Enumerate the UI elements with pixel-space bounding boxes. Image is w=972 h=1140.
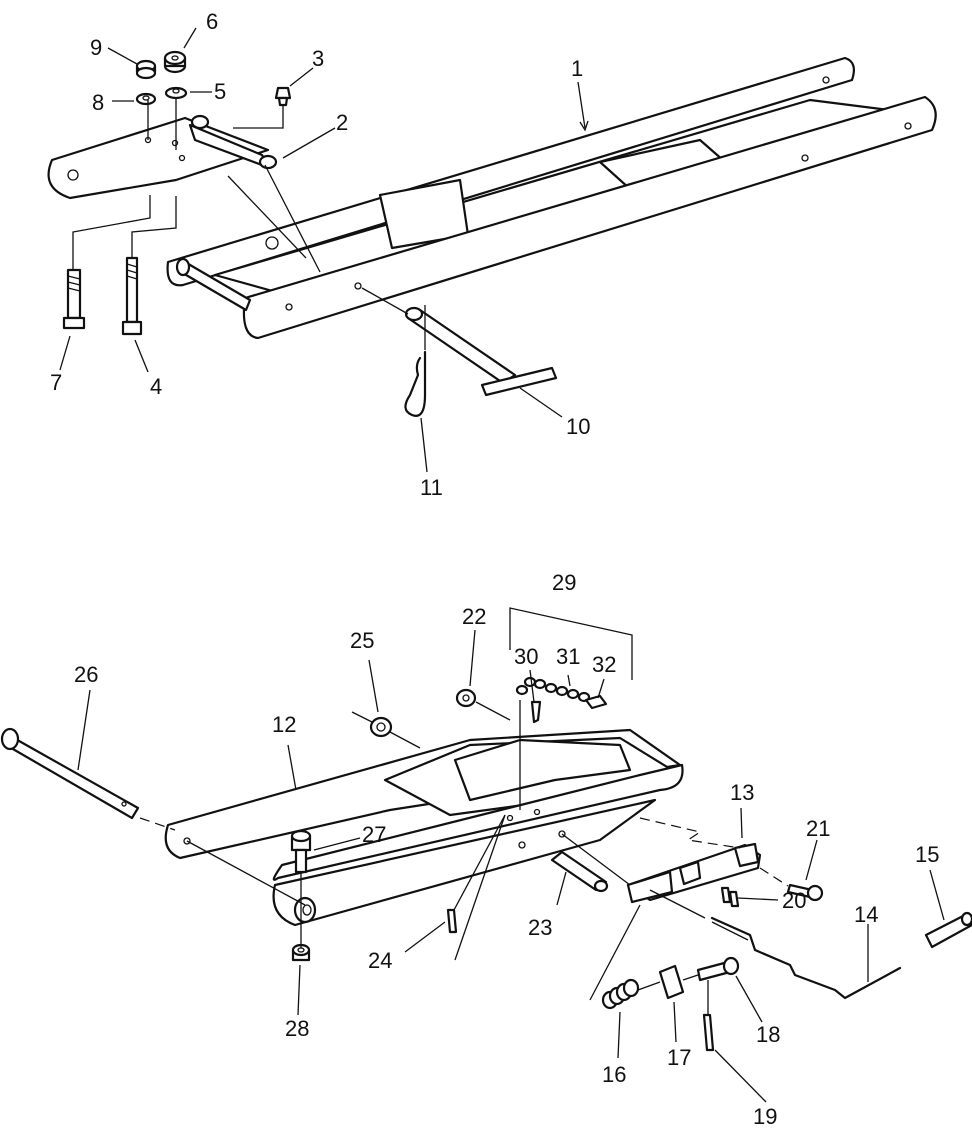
- nut-part-9: [135, 59, 157, 80]
- main-frame-part-1: [166, 56, 937, 340]
- callout-12: 12: [272, 712, 296, 737]
- bolt-part-27: [290, 829, 312, 874]
- s-hook-part-32: [584, 694, 608, 710]
- hair-pin-clip-part-11: [404, 350, 427, 417]
- callout-22: 22: [462, 604, 486, 629]
- callout-21: 21: [806, 816, 830, 841]
- pin-part-23: [550, 850, 609, 893]
- callout-11: 11: [420, 475, 443, 500]
- callout-27: 27: [362, 822, 386, 847]
- callout-26: 26: [74, 662, 98, 687]
- callout-20: 20: [782, 888, 806, 913]
- callout-14: 14: [854, 902, 878, 927]
- callout-32: 32: [592, 652, 616, 677]
- callout-28: 28: [285, 1016, 309, 1041]
- bolt-part-4: [121, 256, 143, 336]
- callout-15: 15: [915, 842, 939, 867]
- handle-grip-part-15: [924, 911, 972, 949]
- cotter-pin-part-20: [720, 886, 740, 908]
- callout-19: 19: [753, 1104, 777, 1129]
- cotter-pin-part-19: [702, 1013, 715, 1052]
- hitch-bracket-part-2: [47, 114, 278, 200]
- callout-2: 2: [336, 110, 348, 135]
- clip-part-30: [530, 700, 542, 724]
- roll-pin-part-24: [446, 908, 458, 934]
- tongue-frame-part-12: [164, 728, 684, 927]
- callout-29: 29: [552, 570, 576, 595]
- callout-4: 4: [150, 374, 162, 399]
- latch-bar-part-13: [626, 842, 762, 904]
- callout-18: 18: [756, 1022, 780, 1047]
- callout-10: 10: [566, 414, 590, 439]
- safety-chain-part-31: [515, 676, 591, 703]
- spring-part-16: [601, 978, 640, 1010]
- callout-7: 7: [50, 370, 62, 395]
- callout-25: 25: [350, 628, 374, 653]
- callout-13: 13: [730, 780, 754, 805]
- spacer-part-25: [369, 716, 393, 738]
- hitch-pin-part-10: [404, 306, 558, 397]
- release-rod-part-14: [710, 916, 902, 1000]
- callout-6: 6: [206, 9, 218, 34]
- bushing-part-22: [455, 688, 477, 708]
- callout-labels: 1 2 3 4 5 6 7 8 9 10 11 12 13 14 15 16 1…: [50, 9, 939, 1129]
- pivot-pin-part-26: [0, 727, 140, 820]
- callout-23: 23: [528, 915, 552, 940]
- lock-washer-part-5: [164, 86, 188, 100]
- callout-16: 16: [602, 1062, 626, 1087]
- callout-leaders: [59, 27, 945, 1103]
- callout-5: 5: [214, 79, 226, 104]
- callout-17: 17: [667, 1045, 691, 1070]
- latch-block-part-17: [658, 964, 685, 1000]
- callout-31: 31: [556, 644, 580, 669]
- washer-part-8: [135, 92, 157, 106]
- grease-fitting-part-3: [274, 86, 292, 107]
- callout-30: 30: [514, 644, 538, 669]
- clevis-pin-part-18: [696, 956, 740, 982]
- drawbar-frame-assembly: [47, 50, 937, 417]
- callout-3: 3: [312, 46, 324, 71]
- callout-8: 8: [92, 90, 104, 115]
- bolt-part-7: [62, 268, 86, 330]
- callout-9: 9: [90, 35, 102, 60]
- tongue-assembly: [0, 607, 972, 1052]
- bolt-part-21: [786, 883, 824, 902]
- callout-24: 24: [368, 948, 392, 973]
- nut-part-6: [163, 50, 187, 74]
- callout-1: 1: [571, 56, 583, 81]
